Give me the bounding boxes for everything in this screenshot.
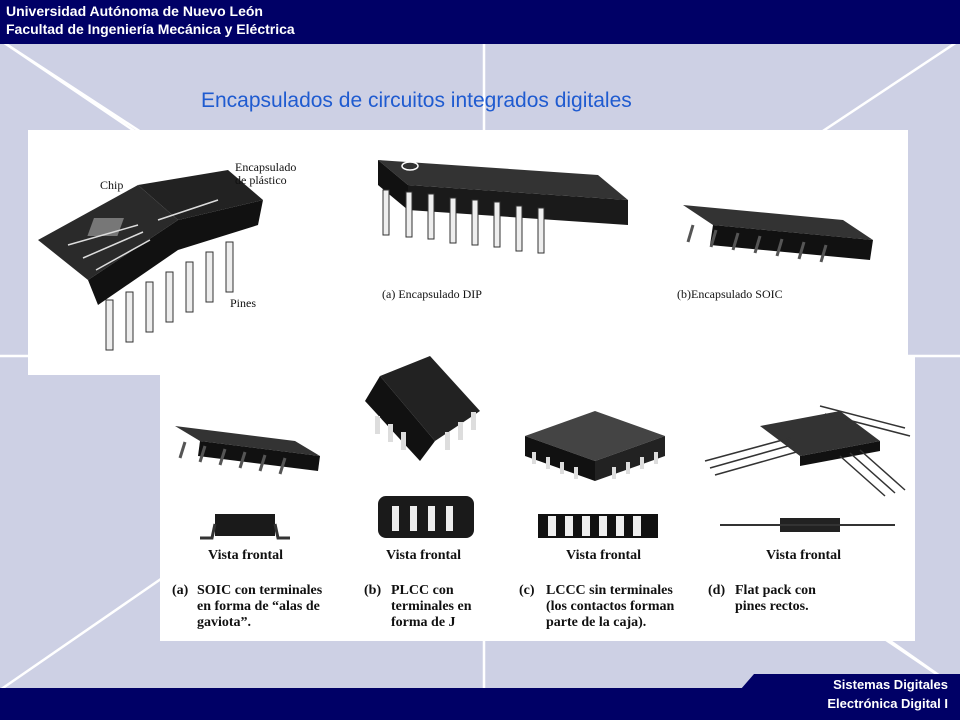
footer-subject: Electrónica Digital I [827,696,948,711]
pines-label: Pines [230,296,257,310]
header-faculty: Facultad de Ingeniería Mecánica y Eléctr… [6,21,295,37]
caption-letter-b: (b) [364,583,382,598]
vista-frontal-a: Vista frontal [208,548,284,563]
header-bar: Universidad Autónoma de Nuevo León Facul… [0,0,960,44]
header-university: Universidad Autónoma de Nuevo León [6,3,263,19]
encapsulado-label-line2: de plástico [235,173,287,187]
encapsulado-label-line1: Encapsulado [235,160,297,174]
lccc-illustration [525,411,665,538]
dip-chip-illustration [378,160,628,254]
vista-frontal-b: Vista frontal [386,548,462,563]
caption-dip: (a) Encapsulado DIP [382,287,482,301]
caption-letter-d: (d) [708,583,726,598]
footer-course: Sistemas Digitales [833,677,948,692]
caption-text-c: LCCC sin terminales (los contactos forma… [546,583,675,630]
cutaway-chip-illustration [38,170,263,351]
caption-text-a: SOIC con terminales en forma de “alas de… [197,583,323,630]
bottom-figure [160,356,915,641]
soic-chip-illustration [683,205,873,263]
chip-label: Chip [100,178,124,192]
caption-soic: (b)Encapsulado SOIC [677,287,783,301]
top-figure [28,130,908,375]
caption-text-b: PLCC con terminales en forma de J [391,583,472,630]
plcc-illustration [365,356,480,538]
caption-letter-a: (a) [172,583,189,598]
flatpack-illustration [704,405,911,532]
caption-text-d: Flat pack con pines rectos. [735,583,816,614]
footer-bar: Sistemas Digitales Electrónica Digital I [0,677,960,720]
vista-frontal-c: Vista frontal [566,548,642,563]
soic-gullwing-illustration [175,426,320,540]
caption-letter-c: (c) [519,583,535,598]
slide-title: Encapsulados de circuitos integrados dig… [201,89,632,112]
vista-frontal-d: Vista frontal [766,548,842,563]
